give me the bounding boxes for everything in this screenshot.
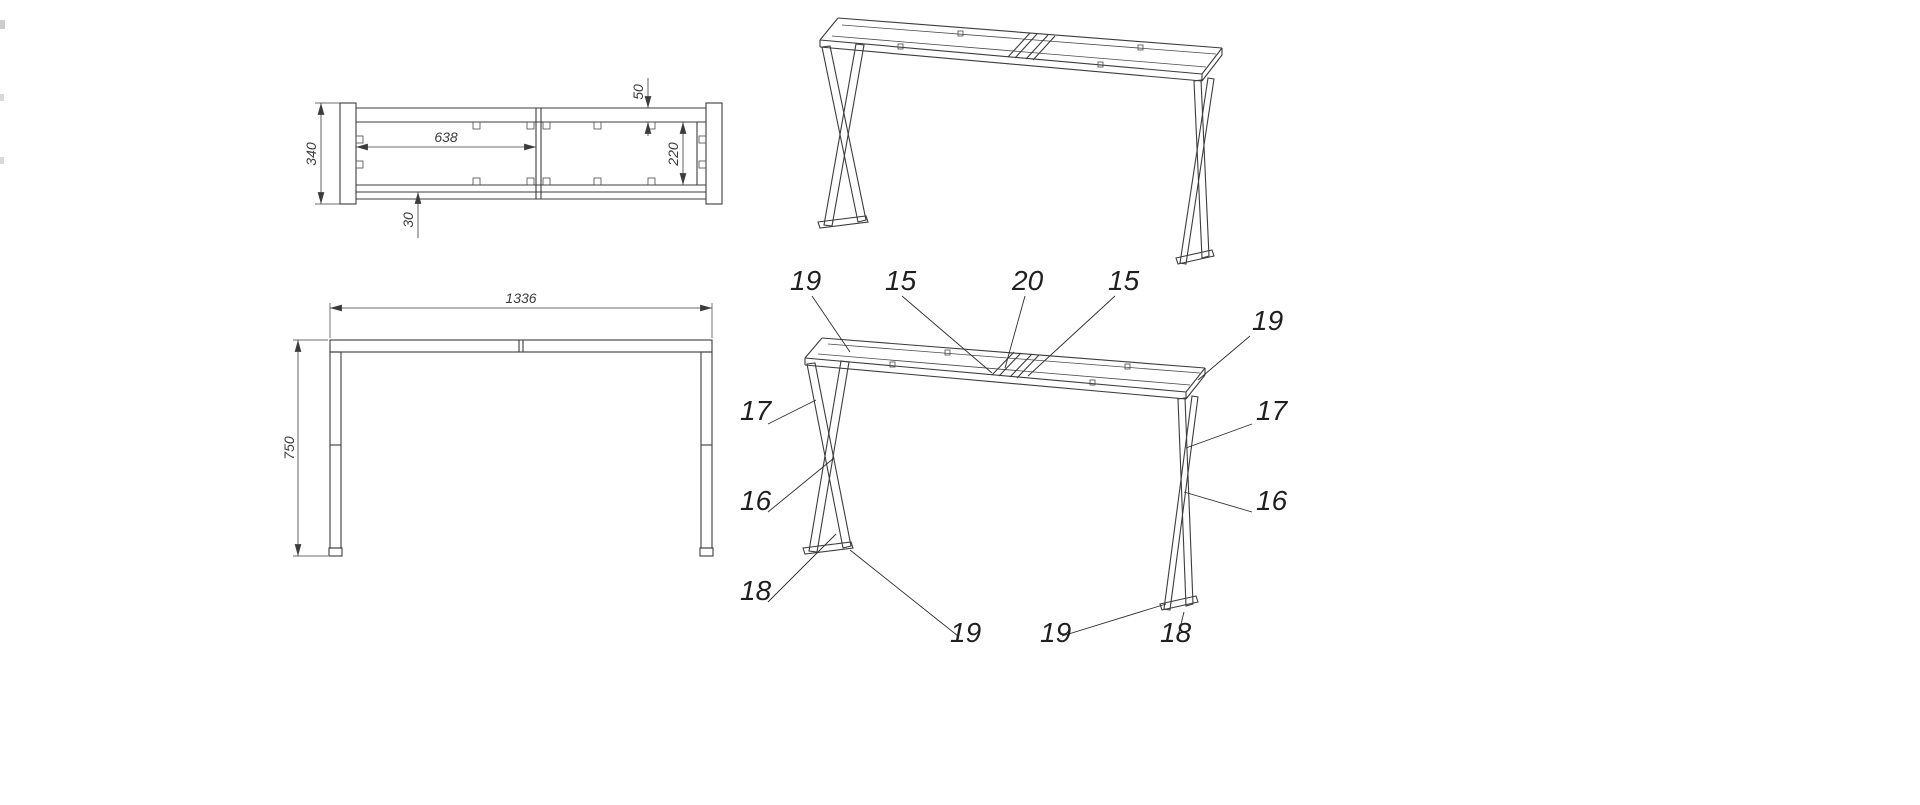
leader-16-left <box>767 457 835 513</box>
dim-depth-label: 340 <box>303 142 319 166</box>
iso-right-x-leg <box>1175 77 1215 265</box>
edge-artifact <box>0 94 4 101</box>
leader-17-right <box>1185 423 1253 449</box>
callout-19-top-left: 19 <box>790 265 821 296</box>
callout-19-top-right: 19 <box>1252 305 1283 336</box>
callouts: 19 15 20 15 19 17 17 16 16 18 19 <box>740 265 1289 648</box>
callout-16-left: 16 <box>740 485 772 516</box>
callout-18-left: 18 <box>740 575 772 606</box>
leader-15-right <box>1027 295 1116 377</box>
iso-left-x-leg <box>817 43 869 229</box>
dim-bottom-offset-label: 30 <box>400 212 416 228</box>
iso-view <box>817 17 1223 265</box>
callout-19-bottom-right: 19 <box>1040 617 1071 648</box>
edge-artifact <box>0 20 5 29</box>
callout-15-right: 15 <box>1108 265 1140 296</box>
iso-callout-view: 19 15 20 15 19 17 17 16 16 18 19 <box>740 265 1289 648</box>
dim-half-length-label: 638 <box>434 129 458 145</box>
iso2-right-x-leg <box>1159 395 1199 611</box>
callout-17-left: 17 <box>740 395 773 426</box>
front-view-geometry <box>328 339 714 557</box>
leader-19-bottom-right <box>1061 603 1167 637</box>
front-view-dimensions: 1336 750 <box>281 290 713 557</box>
callout-19-bottom-left: 19 <box>950 617 981 648</box>
top-view: 340 638 220 50 30 <box>303 78 723 238</box>
leader-19-bottom-left <box>849 549 959 637</box>
screen-edge-artifacts <box>0 20 5 164</box>
top-view-mount-tabs <box>355 121 707 186</box>
top-view-dimensions: 340 638 220 50 30 <box>303 78 687 238</box>
dim-height-label: 750 <box>281 436 297 460</box>
leader-18-bottom-right <box>1177 611 1185 637</box>
leader-20-center <box>1004 295 1026 369</box>
callout-18-bottom-right: 18 <box>1160 617 1192 648</box>
leader-18-left <box>767 533 837 603</box>
leader-17-left <box>767 399 817 425</box>
callout-16-right: 16 <box>1256 485 1288 516</box>
callout-17-right: 17 <box>1256 395 1289 426</box>
leader-19-top-left <box>811 295 851 353</box>
iso-top-frame <box>819 17 1223 82</box>
dim-rail-width-label: 50 <box>630 84 646 100</box>
iso2-left-x-leg <box>802 360 854 555</box>
callout-20-center: 20 <box>1011 265 1044 296</box>
callout-15-left: 15 <box>885 265 917 296</box>
iso2-top-frame <box>804 337 1206 400</box>
leader-19-top-right <box>1197 335 1251 381</box>
leader-15-left <box>901 295 993 374</box>
dim-inner-width-label: 220 <box>665 142 681 167</box>
front-view: 1336 750 <box>281 290 714 557</box>
edge-artifact <box>0 157 4 164</box>
iso-callout-geometry <box>802 337 1206 611</box>
leader-16-right <box>1183 491 1253 513</box>
dim-length-label: 1336 <box>505 290 536 306</box>
